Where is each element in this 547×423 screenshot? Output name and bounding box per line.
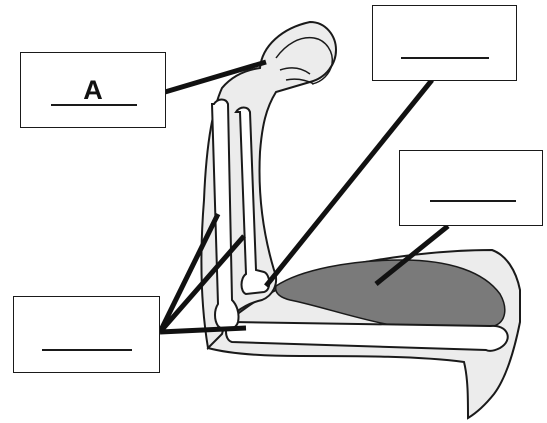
label-box-b (372, 5, 517, 81)
label-d-blank-line (42, 349, 132, 351)
label-a-text: A (21, 75, 165, 106)
label-b-blank-line (401, 57, 489, 59)
label-box-d (13, 296, 160, 373)
label-a-blank-line (51, 104, 137, 106)
label-box-c (399, 150, 543, 226)
label-box-a: A (20, 52, 166, 128)
label-c-blank-line (430, 200, 516, 202)
